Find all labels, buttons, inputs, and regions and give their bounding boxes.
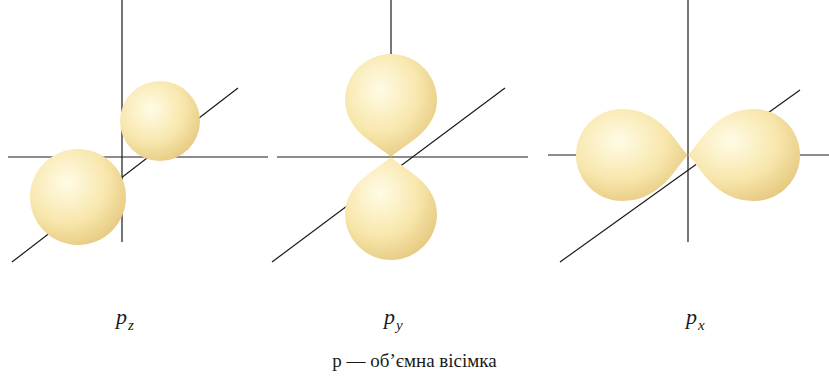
orbital-subscript: x [698, 318, 705, 333]
py-lobes [345, 54, 437, 260]
orbital-letter: p [686, 306, 697, 328]
pz-lobes [30, 81, 200, 245]
orbital-letter: p [116, 306, 127, 328]
orbital-subscript: y [396, 318, 403, 333]
caption: p — об’ємна вісімка [0, 351, 829, 370]
orbital-subscript: z [128, 318, 134, 333]
axes [548, 0, 829, 262]
axes [8, 0, 268, 262]
orbital-letter: p [384, 306, 395, 328]
px-lobes [576, 109, 800, 201]
axes [272, 0, 528, 262]
